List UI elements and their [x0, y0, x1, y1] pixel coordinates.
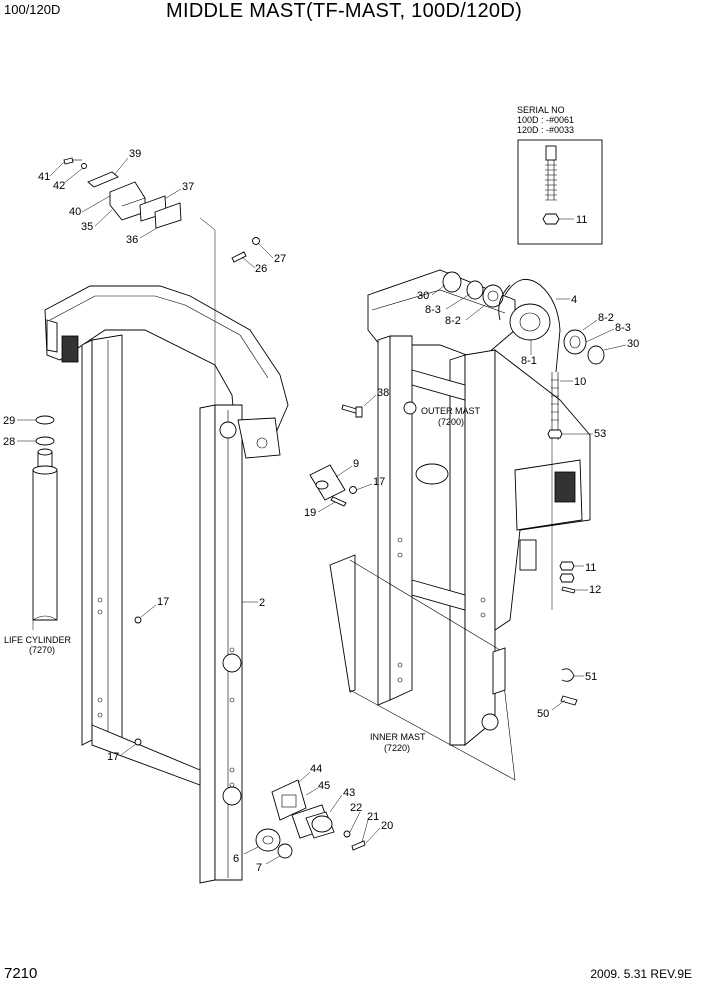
callout-37: 37 — [182, 181, 194, 193]
inner-mast-ref: (7220) — [384, 743, 410, 753]
callouts: 41 42 39 40 35 37 36 26 27 29 28 38 9 17… — [3, 148, 639, 874]
callout-38: 38 — [377, 387, 389, 399]
callout-17-rail: 17 — [157, 596, 169, 608]
callout-22: 22 — [350, 802, 362, 814]
callout-17-mount: 17 — [373, 476, 385, 488]
serial-100d: 100D : -#0061 — [517, 115, 574, 125]
callout-8-1: 8-1 — [521, 355, 537, 367]
pin-group — [231, 237, 260, 263]
callout-43: 43 — [343, 787, 355, 799]
callout-11-serial: 11 — [576, 214, 587, 226]
pin-50-51 — [560, 668, 578, 706]
inner-mast-label: INNER MAST — [370, 732, 426, 742]
callout-40: 40 — [69, 206, 81, 218]
callout-39: 39 — [129, 148, 141, 160]
pad-hardware-group — [63, 157, 216, 405]
callout-41: 41 — [38, 171, 50, 183]
callout-30-right: 30 — [627, 338, 639, 350]
callout-27: 27 — [274, 253, 286, 265]
callout-36: 36 — [126, 234, 138, 246]
bolt-38 — [341, 404, 363, 418]
outer-mast-label: OUTER MAST — [421, 406, 481, 416]
callout-12: 12 — [589, 584, 601, 596]
callout-9: 9 — [353, 458, 359, 470]
callout-17-bottom: 17 — [107, 751, 119, 763]
callout-45: 45 — [318, 780, 330, 792]
lift-cylinder: LIFE CYLINDER (7270) — [4, 415, 72, 655]
callout-8-3-left: 8-3 — [425, 304, 441, 316]
serial-120d: 120D : -#0033 — [517, 125, 574, 135]
serial-inset-frame — [517, 139, 603, 245]
nut-pin-group — [559, 561, 576, 594]
callout-51: 51 — [585, 671, 597, 683]
callout-19: 19 — [304, 507, 316, 519]
callout-7: 7 — [256, 862, 262, 874]
serial-heading: SERIAL NO — [517, 105, 565, 115]
callout-28: 28 — [3, 436, 15, 448]
page-title: MIDDLE MAST(TF-MAST, 100D/120D) — [166, 0, 523, 22]
callout-53: 53 — [594, 428, 606, 440]
callout-8-2-right: 8-2 — [598, 312, 614, 324]
screw-17-lower — [134, 738, 142, 746]
callout-44: 44 — [310, 763, 322, 775]
bottom-roller-group — [255, 779, 366, 859]
outer-mast: OUTER MAST (7200) INNER MAST (7220) — [329, 269, 591, 781]
callout-21: 21 — [367, 811, 379, 823]
callout-42: 42 — [53, 180, 65, 192]
callout-11-nut: 11 — [585, 562, 596, 574]
callout-20: 20 — [381, 820, 393, 832]
callout-29: 29 — [3, 415, 15, 427]
page-number: 7210 — [4, 965, 38, 982]
life-cylinder-ref: (7270) — [29, 645, 55, 655]
callout-4: 4 — [571, 294, 577, 306]
callout-8-2-left: 8-2 — [445, 315, 461, 327]
screw-17-upper — [134, 616, 142, 624]
model-code: 100/120D — [4, 2, 61, 17]
callout-35: 35 — [81, 221, 93, 233]
callout-2: 2 — [259, 597, 265, 609]
outer-mast-ref: (7200) — [438, 417, 464, 427]
middle-mast — [44, 285, 289, 884]
cylinder-mount — [309, 464, 357, 507]
chain-anchor-bolt — [542, 145, 560, 225]
callout-6: 6 — [233, 853, 239, 865]
callout-8-3-right: 8-3 — [615, 322, 631, 334]
life-cylinder-label: LIFE CYLINDER — [4, 635, 72, 645]
callout-30-left: 30 — [417, 290, 429, 302]
serial-inset: SERIAL NO 100D : -#0061 120D : -#0033 11 — [517, 105, 603, 245]
chain-sheave-group — [442, 271, 605, 610]
callout-26: 26 — [255, 263, 267, 275]
callout-50: 50 — [537, 708, 549, 720]
revision-date: 2009. 5.31 REV.9E — [590, 967, 692, 981]
callout-10: 10 — [574, 376, 586, 388]
